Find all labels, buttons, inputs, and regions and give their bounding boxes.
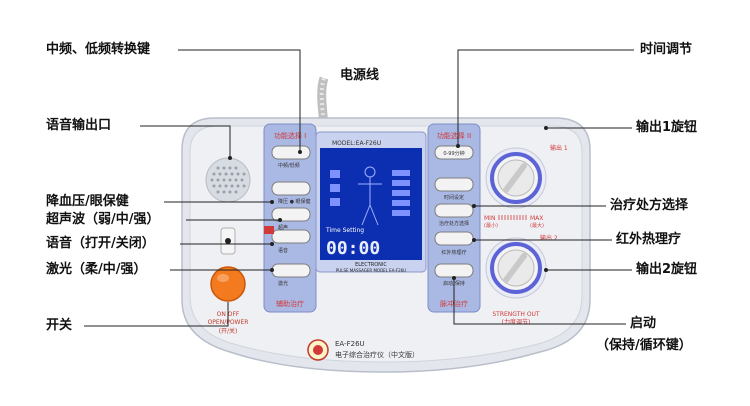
- callout-infrared: 红外热理疗: [616, 232, 682, 247]
- callout-freq-switch: 中频、低频转换键: [46, 42, 151, 57]
- brand-logo: [307, 339, 329, 361]
- knob2-label: 输出 2: [540, 234, 558, 242]
- min-cn: (最小): [484, 222, 498, 229]
- speaker-grill: [205, 157, 251, 203]
- callout-voice: 语音（打开/关闭）: [46, 236, 155, 251]
- lcd-digits: 00:00: [326, 238, 380, 259]
- svg-text:中频/低频: 中频/低频: [278, 162, 300, 169]
- callout-lines: [84, 49, 634, 327]
- svg-text:红外热理疗: 红外热理疗: [441, 249, 466, 256]
- svg-text:时间设定: 时间设定: [444, 194, 464, 201]
- max-label: MAX: [530, 215, 543, 222]
- power-button: [210, 266, 246, 302]
- knob-output-2: [485, 237, 547, 299]
- svg-text:0-99分钟: 0-99分钟: [443, 150, 464, 157]
- callout-ultrasound: 超声波（弱/中/强）: [46, 212, 160, 227]
- svg-text:超声: 超声: [278, 224, 288, 231]
- left-panel-bottom: 辅助治疗: [276, 299, 304, 308]
- callout-out2: 输出2旋钮: [636, 262, 698, 277]
- strength-label: STRENGTH OUT: [492, 311, 540, 318]
- right-panel-title: 功能选择 II: [437, 131, 471, 140]
- power-cord-label: 电源线: [340, 68, 380, 83]
- svg-text:激光: 激光: [278, 280, 288, 287]
- callout-prescription: 治疗处方选择: [610, 198, 689, 213]
- min-label: MIN: [484, 215, 495, 222]
- left-panel-title: 功能选择 I: [274, 131, 306, 140]
- callout-laser: 激光（柔/中/强）: [46, 262, 147, 277]
- callout-voice-output: 语音输出口: [46, 118, 112, 133]
- knob-output-1: [485, 147, 547, 209]
- lcd-time-setting: Time Setting: [325, 227, 364, 234]
- brand-line-2: PULSE MASSAGER MODEL EA-F26U: [336, 268, 406, 273]
- right-buttons: [434, 145, 474, 278]
- left-buttons: [271, 145, 311, 278]
- max-cn: (最大): [530, 222, 544, 229]
- callout-time: 时间调节: [640, 42, 693, 57]
- knob1-label: 输出 1: [550, 144, 568, 152]
- svg-text:治疗处方选择: 治疗处方选择: [439, 220, 469, 227]
- svg-text:降压 ● 眼保健: 降压 ● 眼保健: [278, 198, 311, 205]
- model-bottom: EA-F26U: [335, 340, 365, 348]
- lcd-model: MODEL:EA-F26U: [332, 140, 381, 147]
- strength-cn: (力度调节): [502, 318, 531, 326]
- callout-out1: 输出1旋钮: [636, 120, 698, 135]
- switch-label-3: (开/关): [219, 327, 238, 335]
- svg-text:语音: 语音: [278, 247, 288, 254]
- callout-bp-eye: 降血压/眼保健: [46, 194, 129, 209]
- name-bottom: 电子综合治疗仪（中文版）: [335, 350, 419, 359]
- callout-start: 启动: [630, 316, 657, 331]
- callout-start-sub: （保持/循环键）: [596, 338, 692, 353]
- brand-line-1: ELECTRONIC: [355, 262, 387, 268]
- callout-power: 开关: [46, 318, 73, 333]
